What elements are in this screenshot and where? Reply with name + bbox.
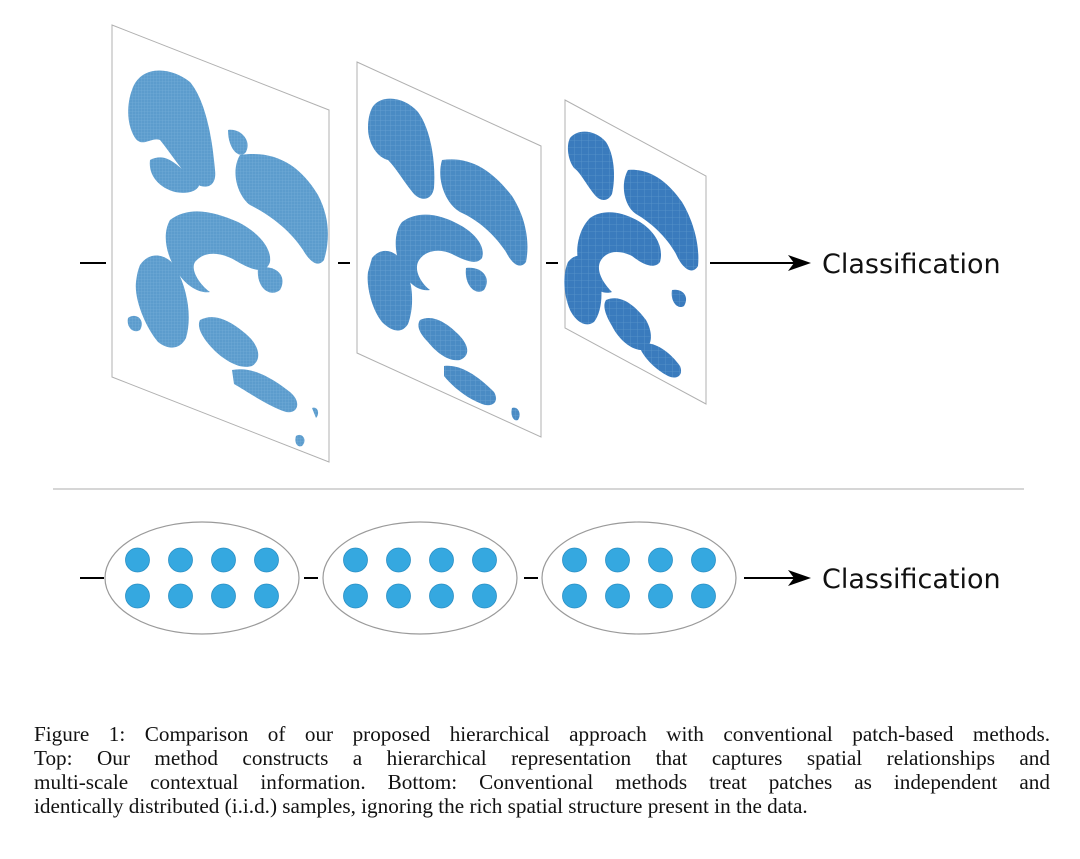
- patch-dot: [125, 547, 150, 573]
- patch-dot: [211, 547, 236, 573]
- patch-dot: [472, 583, 497, 609]
- patch-dot: [429, 583, 454, 609]
- patch-dot: [254, 547, 279, 573]
- patch-dot: [648, 547, 673, 573]
- patch-dot: [691, 547, 716, 573]
- patch-dot: [168, 583, 193, 609]
- patch-dot: [472, 547, 497, 573]
- patch-dot: [429, 547, 454, 573]
- patch-group-2: [322, 521, 518, 635]
- patch-group-1-dots: [125, 547, 279, 609]
- patch-dot: [605, 547, 630, 573]
- patch-dot: [343, 583, 368, 609]
- conventional-pipeline: Classification: [80, 521, 1001, 635]
- tissue-layer-coarse: [564, 99, 707, 405]
- patch-group-1: [104, 521, 300, 635]
- patch-dot: [254, 583, 279, 609]
- caption-line: multi-scale contextual information. Bott…: [34, 770, 1050, 794]
- top-output-arrowhead: [788, 255, 811, 271]
- tissue-layer-medium: [356, 61, 542, 438]
- patch-group-3: [541, 521, 737, 635]
- patch-dot: [386, 583, 411, 609]
- patch-dot: [648, 583, 673, 609]
- patch-group-3-dots: [562, 547, 716, 609]
- patch-dot: [386, 547, 411, 573]
- top-classification-label: Classification: [822, 249, 1001, 280]
- patch-dot: [691, 583, 716, 609]
- patch-dot: [125, 583, 150, 609]
- patch-dot: [562, 583, 587, 609]
- patch-dot: [562, 547, 587, 573]
- hierarchical-pipeline: Classification: [80, 24, 1001, 463]
- caption-line: identically distributed (i.i.d.) samples…: [34, 794, 808, 818]
- patch-dot: [605, 583, 630, 609]
- caption-line: Figure 1: Comparison of our proposed hie…: [34, 722, 1050, 746]
- hierarchy-comparison-figure: Classification Classification: [53, 24, 1024, 635]
- patch-dot: [343, 547, 368, 573]
- caption-line: Top: Our method constructs a hierarchica…: [34, 746, 1050, 770]
- figure-caption: Figure 1: Comparison of our proposed hie…: [34, 722, 1050, 818]
- patch-dot: [211, 583, 236, 609]
- patch-dot: [168, 547, 193, 573]
- tissue-layer-fine: [111, 24, 330, 463]
- bottom-classification-label: Classification: [822, 564, 1001, 595]
- patch-group-2-dots: [343, 547, 497, 609]
- bottom-output-arrowhead: [788, 570, 811, 586]
